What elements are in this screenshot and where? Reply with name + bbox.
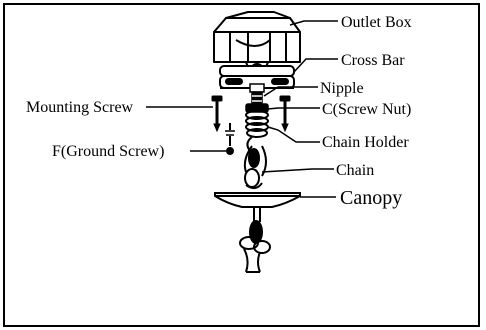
label-nipple: Nipple [320,80,364,97]
label-ground-screw: F(Ground Screw) [52,143,164,160]
leader-lines [146,20,338,198]
chain-lower-drawing [239,207,271,273]
label-outlet-box: Outlet Box [341,14,412,31]
label-canopy: Canopy [340,187,402,209]
diagram-frame [3,3,480,327]
chain-drawing [243,145,267,189]
label-chain: Chain [336,162,374,179]
ground-screw-drawing [225,123,235,155]
nipple-drawing [249,83,265,107]
chain-holder-drawing [245,110,269,152]
label-cross-bar: Cross Bar [341,52,405,69]
label-chain-holder: Chain Holder [322,134,409,151]
mounting-screws-drawing [211,95,291,133]
label-mounting-screw: Mounting Screw [26,99,134,116]
canopy-drawing [214,192,301,208]
label-screw-nut: C(Screw Nut) [322,101,411,118]
